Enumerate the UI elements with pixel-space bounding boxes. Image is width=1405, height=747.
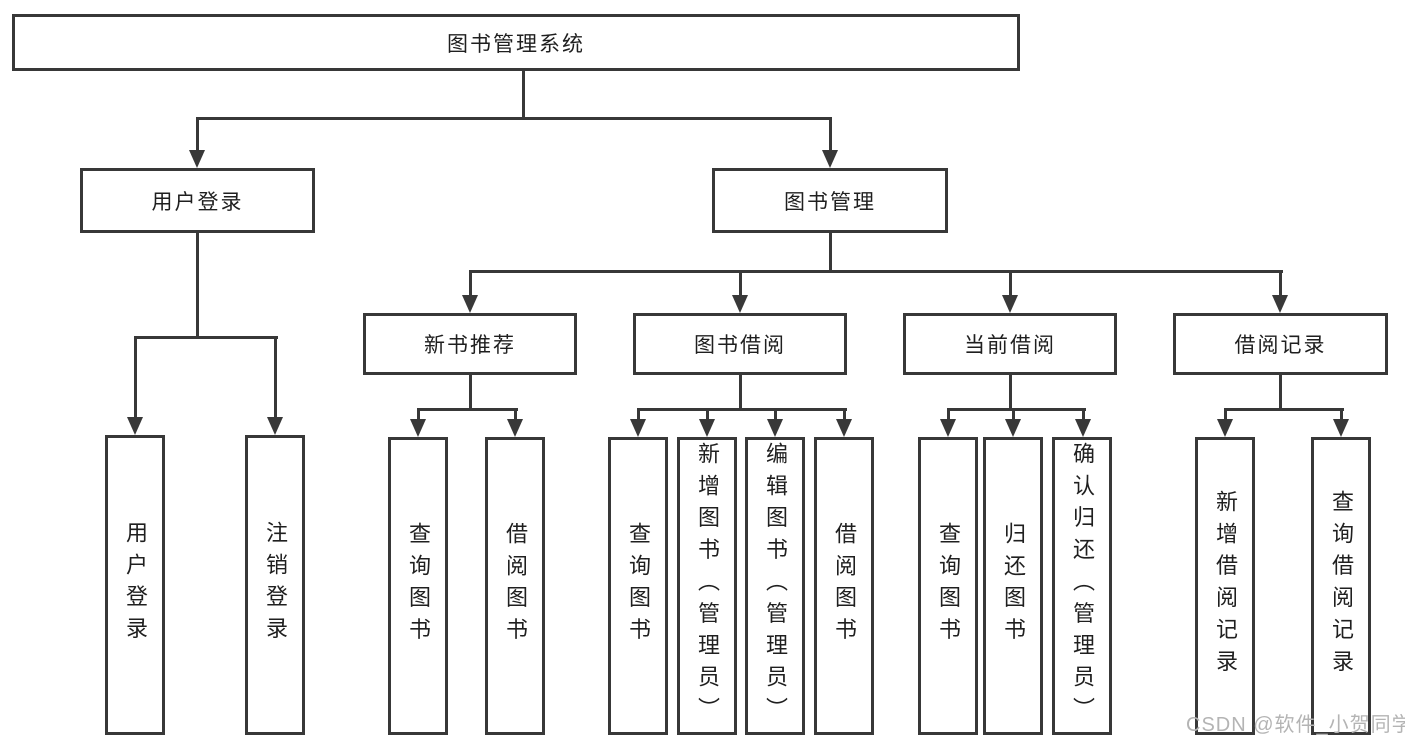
node-book-management: 图书管理 [712, 168, 948, 233]
node-book-borrowing: 图书借阅 [633, 313, 847, 375]
arrowhead-down-icon [462, 295, 478, 313]
node-query-books-borrowing: 查询图书 [608, 437, 668, 735]
connector-line [637, 410, 640, 421]
connector-line [1224, 410, 1227, 421]
arrowhead-down-icon [767, 419, 783, 437]
connector-line [1224, 408, 1344, 411]
arrowhead-down-icon [1005, 419, 1021, 437]
connector-line [1082, 410, 1085, 421]
node-new-book-recommend: 新书推荐 [363, 313, 577, 375]
connector-line [134, 336, 278, 339]
node-edit-books-admin: 编辑图书（管理员） [745, 437, 805, 735]
arrowhead-down-icon [1333, 419, 1349, 437]
connector-line [706, 410, 709, 421]
node-library-management-system: 图书管理系统 [12, 14, 1020, 71]
connector-line [1009, 375, 1012, 411]
connector-line [829, 233, 832, 273]
watermark-text: CSDN @软件_小贺同学 [1186, 714, 1405, 736]
arrowhead-down-icon [127, 417, 143, 435]
connector-line [1012, 410, 1015, 421]
node-add-borrow-record: 新增借阅记录 [1195, 437, 1255, 735]
connector-line [1279, 272, 1282, 297]
connector-line [843, 410, 846, 421]
node-borrow-books-recommend: 借阅图书 [485, 437, 545, 735]
connector-line [637, 408, 847, 411]
connector-line [739, 272, 742, 297]
connector-line [274, 338, 277, 419]
node-return-books: 归还图书 [983, 437, 1043, 735]
arrowhead-down-icon [822, 150, 838, 168]
arrowhead-down-icon [1002, 295, 1018, 313]
node-query-books-current: 查询图书 [918, 437, 978, 735]
connector-line [469, 272, 472, 297]
node-logout: 注销登录 [245, 435, 305, 735]
arrowhead-down-icon [507, 419, 523, 437]
node-borrowing-records: 借阅记录 [1173, 313, 1388, 375]
arrowhead-down-icon [940, 419, 956, 437]
connector-line [1009, 272, 1012, 297]
arrowhead-down-icon [630, 419, 646, 437]
arrowhead-down-icon [1217, 419, 1233, 437]
connector-line [196, 117, 832, 120]
connector-line [469, 375, 472, 411]
node-current-borrowing: 当前借阅 [903, 313, 1117, 375]
arrowhead-down-icon [189, 150, 205, 168]
connector-line [522, 71, 525, 119]
node-add-books-admin: 新增图书（管理员） [677, 437, 737, 735]
arrowhead-down-icon [836, 419, 852, 437]
arrowhead-down-icon [732, 295, 748, 313]
connector-line [469, 270, 1283, 273]
connector-line [947, 410, 950, 421]
node-confirm-return-admin: 确认归还（管理员） [1052, 437, 1112, 735]
arrowhead-down-icon [699, 419, 715, 437]
connector-line [417, 410, 420, 421]
node-query-books-recommend: 查询图书 [388, 437, 448, 735]
arrowhead-down-icon [1272, 295, 1288, 313]
connector-line [1340, 410, 1343, 421]
connector-line [514, 410, 517, 421]
node-borrow-books: 借阅图书 [814, 437, 874, 735]
connector-line [196, 233, 199, 339]
connector-line [739, 375, 742, 411]
connector-line [947, 408, 1086, 411]
connector-line [417, 408, 518, 411]
connector-line [1279, 375, 1282, 411]
arrowhead-down-icon [267, 417, 283, 435]
connector-line [134, 338, 137, 419]
node-user-login: 用户登录 [105, 435, 165, 735]
node-user-login-branch: 用户登录 [80, 168, 315, 233]
connector-line [774, 410, 777, 421]
arrowhead-down-icon [410, 419, 426, 437]
arrowhead-down-icon [1075, 419, 1091, 437]
connector-line [829, 119, 832, 152]
connector-line [196, 119, 199, 152]
node-query-borrow-record: 查询借阅记录 [1311, 437, 1371, 735]
